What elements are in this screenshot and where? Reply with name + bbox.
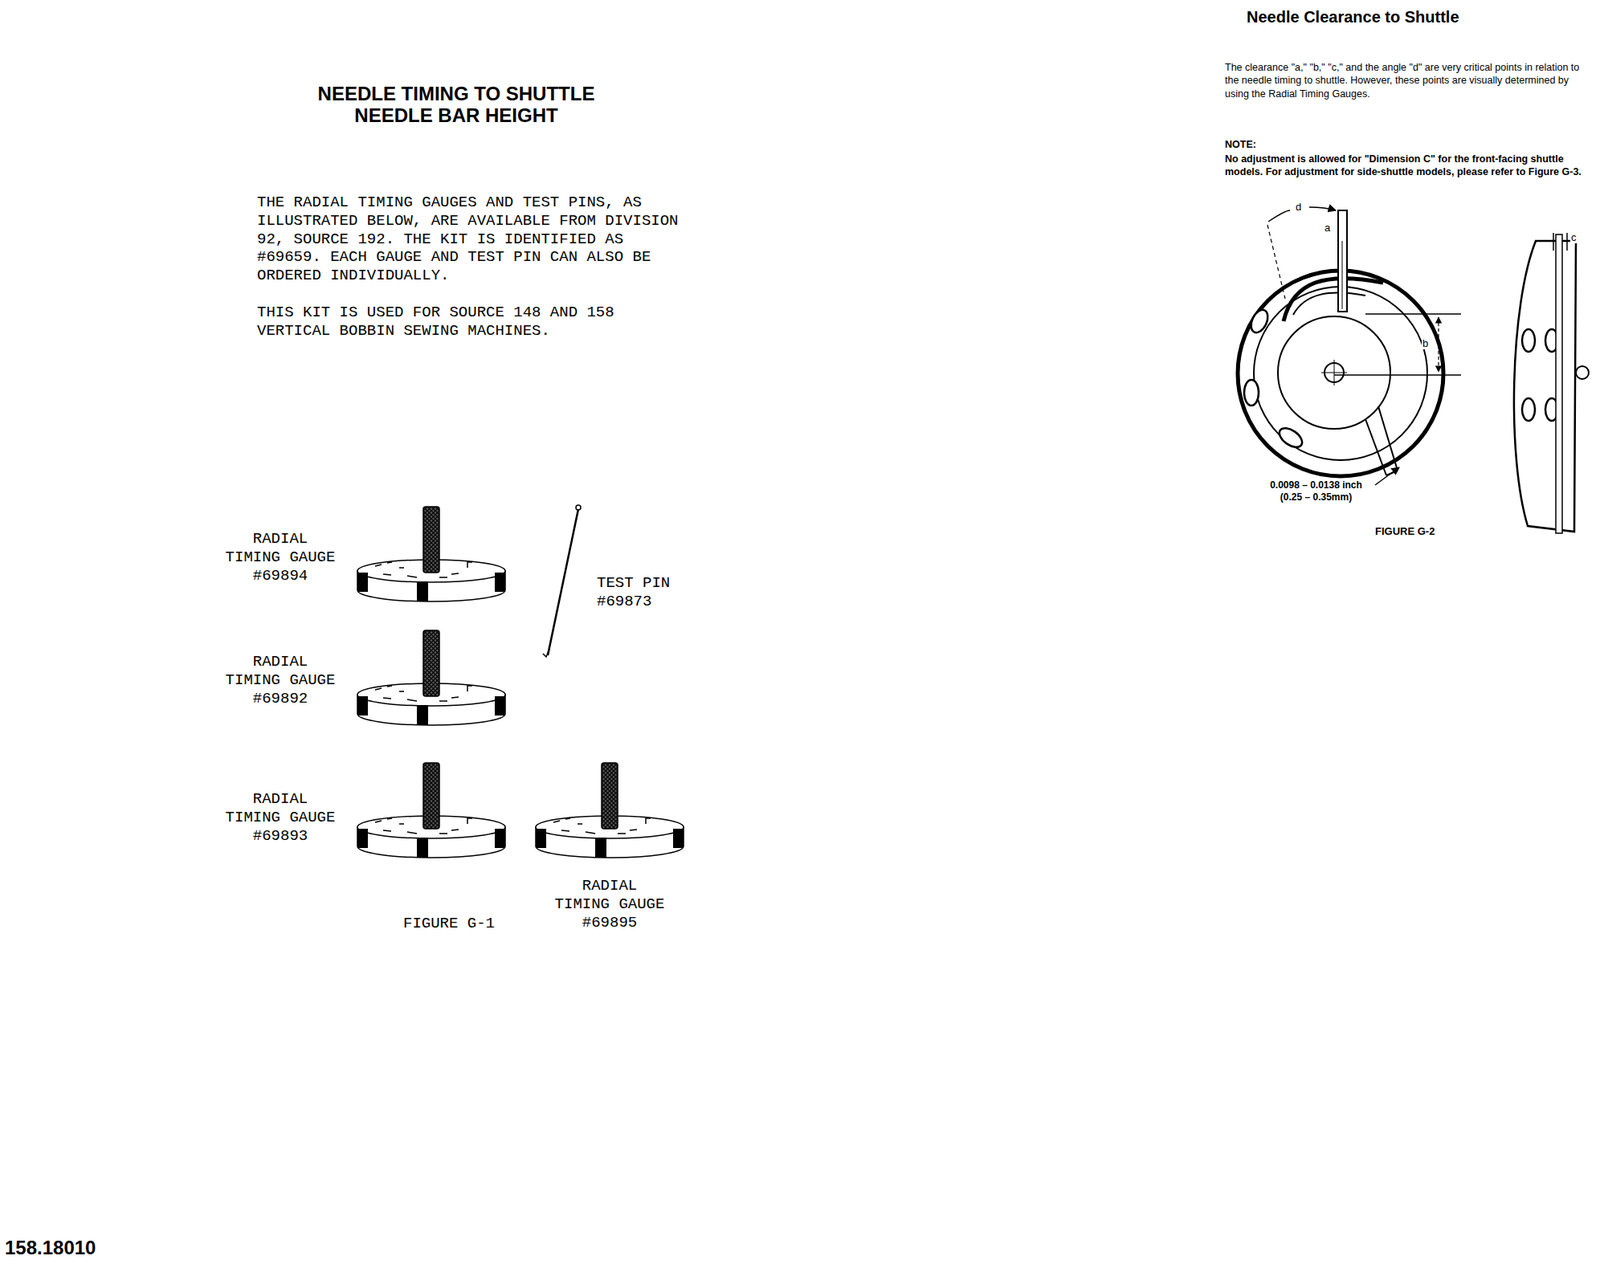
page-title: NEEDLE TIMING TO SHUTTLE NEEDLE BAR HEIG… xyxy=(283,83,629,127)
gauge-drawing xyxy=(357,630,506,726)
part-label: RADIAL TIMING GAUGE #69892 xyxy=(223,653,338,708)
part-label: RADIAL TIMING GAUGE #69893 xyxy=(223,790,338,845)
shuttle-drawing xyxy=(1237,207,1462,486)
gauge-drawing xyxy=(357,763,506,858)
dimension-letter: a xyxy=(1323,221,1331,234)
figure-caption: FIGURE G-2 xyxy=(1375,525,1435,538)
shuttle-side-view xyxy=(1514,232,1589,534)
part-label: RADIAL TIMING GAUGE #69895 xyxy=(552,877,667,932)
dimension-value: 0.0098 – 0.0138 inch (0.25 – 0.35mm) xyxy=(1261,479,1371,504)
dimension-letter: b xyxy=(1421,337,1429,350)
figure-caption: FIGURE G-1 xyxy=(368,914,530,934)
test-pin-drawing xyxy=(542,505,581,658)
dimension-letter: c xyxy=(1570,231,1578,244)
body-text: The clearance "a," "b," "c," and the ang… xyxy=(1224,61,1591,101)
part-label: RADIAL TIMING GAUGE #69894 xyxy=(223,530,338,585)
gauge-drawing xyxy=(357,506,506,602)
body-text: THIS KIT IS USED FOR SOURCE 148 AND 158 … xyxy=(257,303,685,341)
part-label: TEST PIN #69873 xyxy=(596,574,678,612)
body-text: THE RADIAL TIMING GAUGES AND TEST PINS, … xyxy=(257,193,685,286)
dimension-letter: d xyxy=(1294,200,1303,213)
note-text: No adjustment is allowed for "Dimension … xyxy=(1224,152,1591,180)
note-label: NOTE: xyxy=(1224,138,1257,152)
page-number: 158.18010 xyxy=(4,1236,96,1260)
section-heading: Needle Clearance to Shuttle xyxy=(1246,8,1460,27)
gauge-drawing xyxy=(535,763,684,858)
